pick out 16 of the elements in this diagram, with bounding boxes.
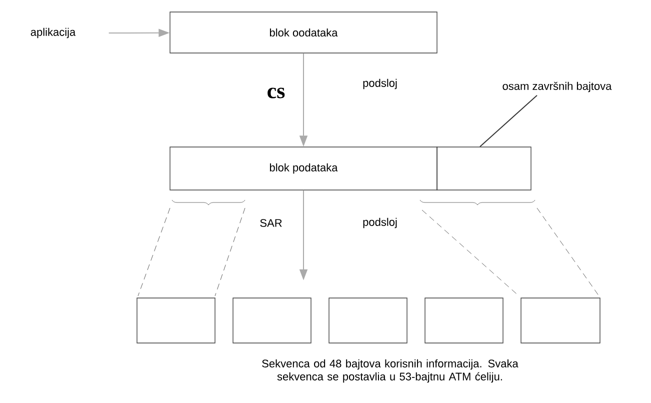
cell-box (424, 298, 504, 344)
process-box: blok oodataka (170, 12, 438, 54)
cell-box (136, 298, 216, 344)
cell-box (232, 298, 312, 344)
label-text: osam završnih bajtova (502, 82, 612, 92)
label-text: podsloj (363, 78, 397, 90)
layer-label: cs (268, 88, 285, 98)
cell-box (328, 298, 408, 344)
caption: Sekvenca od 48 bajtova korisnih informacija. Svaka sekvenca se postavlia u 53-bajtnu ATM ćeliju. (262, 359, 518, 383)
label-text: aplikacija (30, 28, 76, 38)
leader-line (480, 94, 538, 148)
cell-box (436, 146, 532, 190)
label-text: podsloj (363, 218, 397, 228)
label-text: SAR (260, 219, 282, 227)
cell-box (520, 298, 600, 344)
process-box: blok podataka (170, 146, 438, 190)
